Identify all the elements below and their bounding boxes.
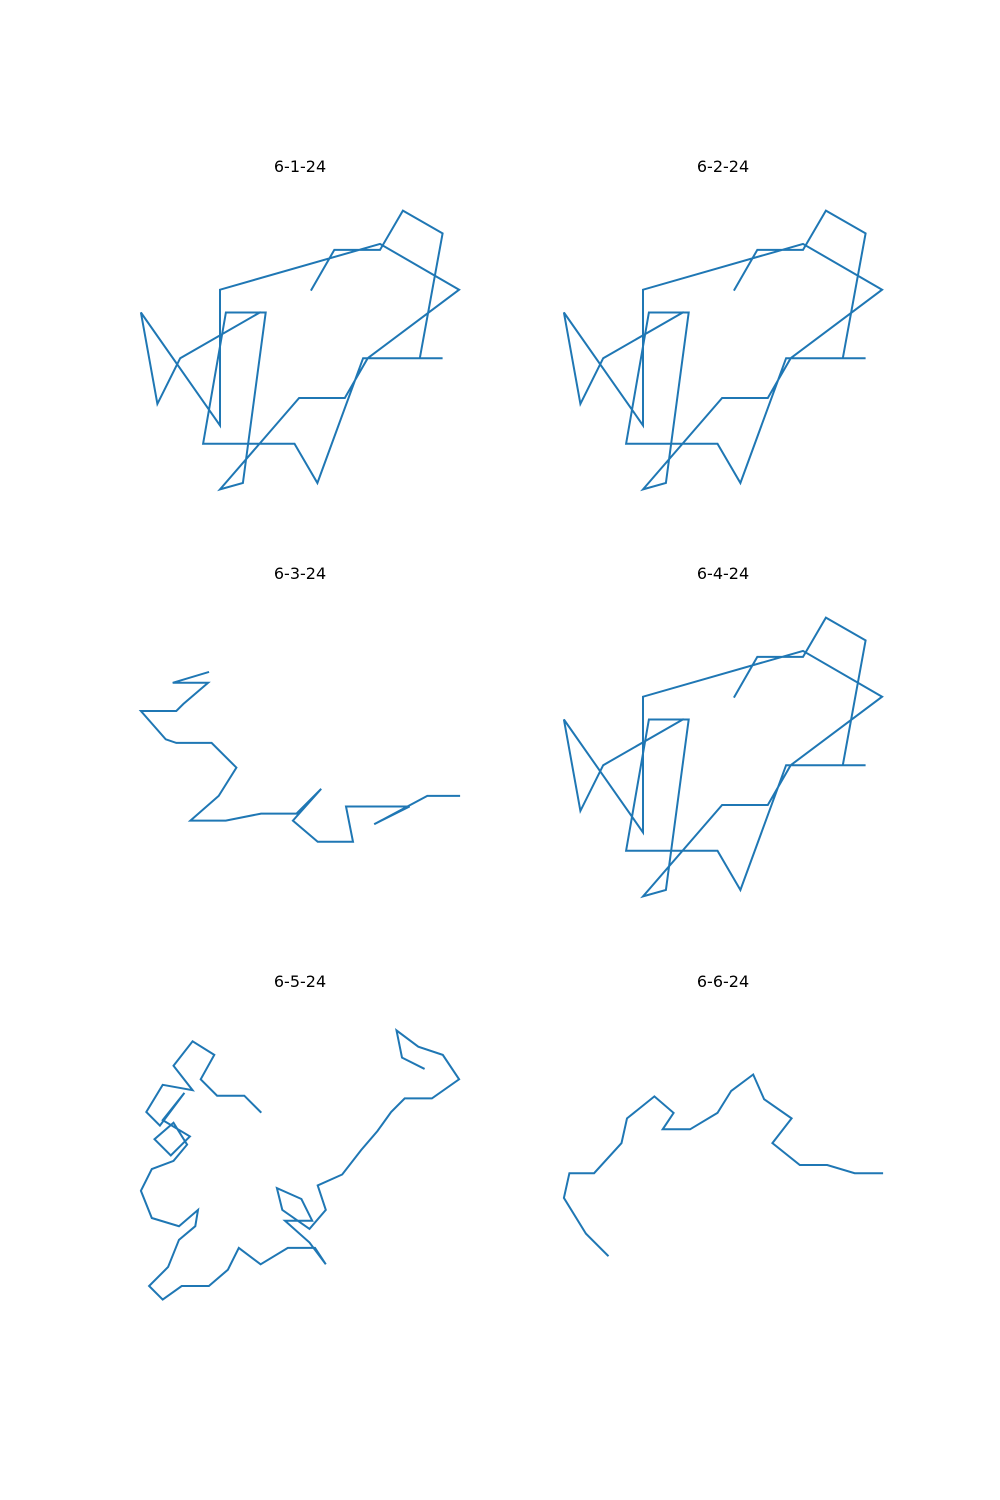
series-line xyxy=(138,670,461,843)
subplot-title: 6-1-24 xyxy=(274,157,326,176)
subplot-title: 6-5-24 xyxy=(274,972,326,991)
series-line xyxy=(562,209,884,492)
series-line xyxy=(562,616,884,899)
subplot-title: 6-3-24 xyxy=(274,564,326,583)
subplot-title: 6-6-24 xyxy=(697,972,749,991)
subplot-3: 6-3-24 xyxy=(138,564,461,843)
subplot-1: 6-1-24 xyxy=(139,157,461,492)
subplot-title: 6-4-24 xyxy=(697,564,749,583)
series-line xyxy=(139,209,461,492)
subplot-4: 6-4-24 xyxy=(562,564,884,899)
subplot-5: 6-5-24 xyxy=(139,972,461,1301)
subplot-title: 6-2-24 xyxy=(697,157,749,176)
subplot-6: 6-6-24 xyxy=(562,972,884,1257)
series-line xyxy=(139,1028,461,1301)
subplot-2: 6-2-24 xyxy=(562,157,884,492)
series-line xyxy=(562,1072,884,1257)
